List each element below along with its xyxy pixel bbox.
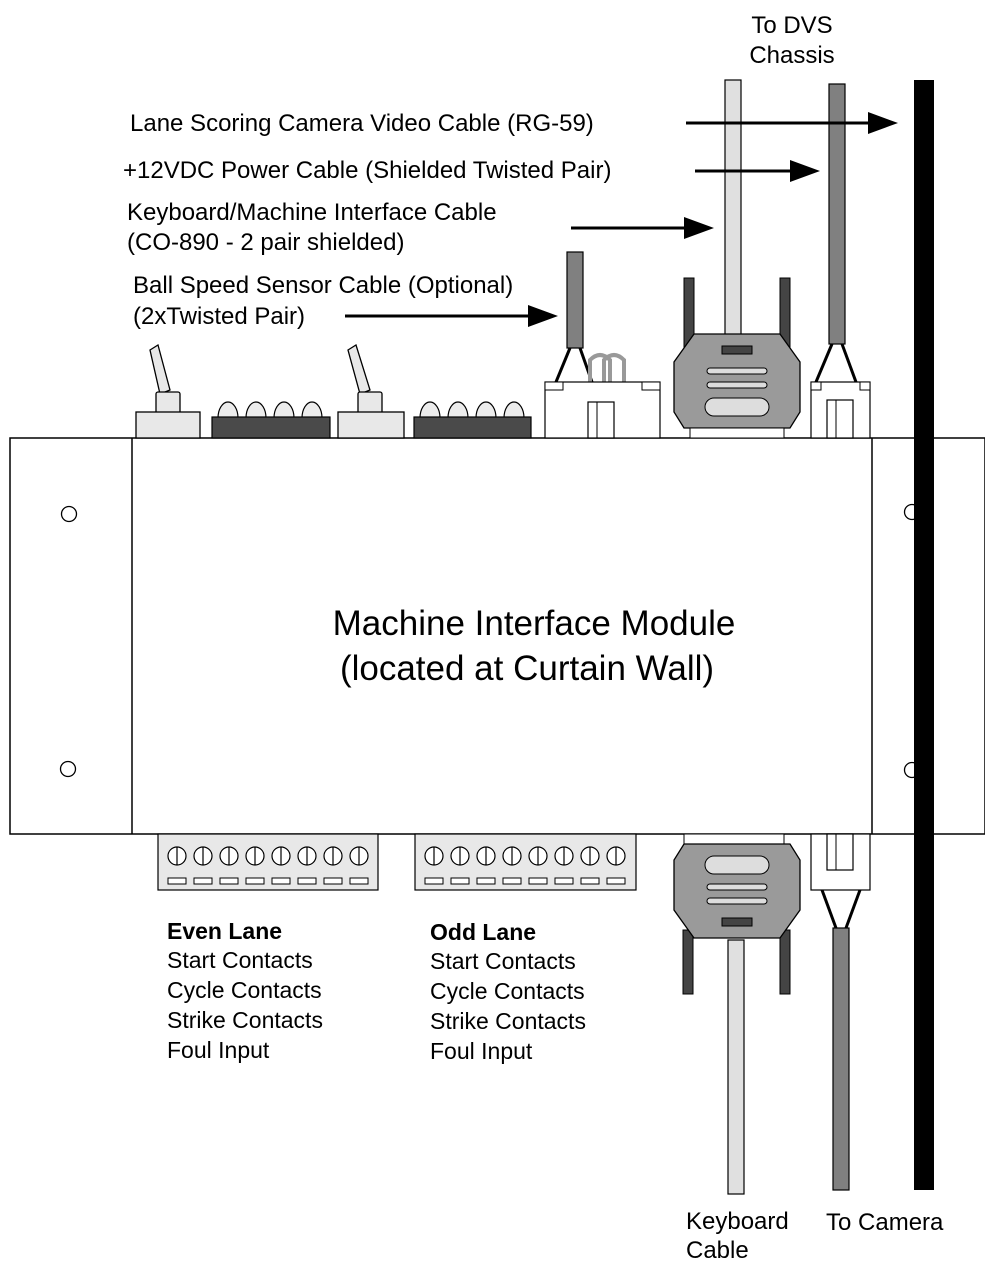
odd-lane-item-4: Foul Input [430,1038,533,1064]
odd-terminal-slot-2 [450,877,470,885]
curtain-wall [914,80,934,1190]
ball-speed-connector [544,251,661,439]
odd-terminal-slot-4 [502,877,522,885]
odd-lane-heading: Odd Lane [430,919,536,945]
even-lane-item-1: Start Contacts [167,947,313,973]
odd-terminal-slot-5 [528,877,548,885]
even-lane-heading: Even Lane [167,918,282,944]
mounting-hole-bottom-left [59,760,77,778]
led-bank-1 [211,401,331,439]
even-terminal-slot-5 [271,877,291,885]
odd-terminal-slot-7 [580,877,600,885]
power-cable-label: +12VDC Power Cable (Shielded Twisted Pai… [123,157,611,184]
camera-connector-top [810,83,871,439]
terminal-block-odd [414,833,637,891]
odd-terminal-slot-3 [476,877,496,885]
db-connector-bottom [673,833,801,1195]
mounting-hole-top-left [60,505,78,523]
toggle-switch-1 [135,343,201,439]
arrow-ball-speed [345,305,558,327]
even-terminal-slot-4 [245,877,265,885]
even-terminal-slot-7 [323,877,343,885]
keyboard-cable-label-2: Cable [686,1237,749,1261]
arrow-keyboard-cable [571,217,714,239]
dvs-chassis-label-2: Chassis [749,42,834,69]
db-connector-top [673,79,801,439]
odd-lane-item-2: Cycle Contacts [430,978,585,1004]
even-terminal-slot-1 [167,877,187,885]
odd-lane-item-3: Strike Contacts [430,1008,586,1034]
video-cable-label: Lane Scoring Camera Video Cable (RG-59) [130,110,594,137]
keyboard-interface-label-1: Keyboard/Machine Interface Cable [127,199,497,226]
module-title-1: Machine Interface Module [333,604,736,643]
even-terminal-slot-6 [297,877,317,885]
even-lane-item-2: Cycle Contacts [167,977,322,1003]
even-terminal-slot-2 [193,877,213,885]
even-terminal-slot-3 [219,877,239,885]
camera-connector-bottom [810,833,871,1191]
toggle-switch-2 [337,344,405,439]
to-camera-label: To Camera [826,1209,944,1236]
dvs-chassis-label-1: To DVS [751,12,832,39]
module-body [9,437,985,835]
keyboard-interface-label-2: (CO-890 - 2 pair shielded) [127,229,404,256]
keyboard-cable-label-1: Keyboard [686,1208,789,1235]
arrow-video-cable [686,112,898,134]
even-lane-item-4: Foul Input [167,1037,270,1063]
arrow-power-cable [695,160,820,182]
even-terminal-slot-8 [349,877,369,885]
odd-terminal-slot-8 [606,877,626,885]
module-title-2: (located at Curtain Wall) [340,649,714,688]
led-bank-2 [413,401,532,439]
odd-terminal-slot-6 [554,877,574,885]
ball-speed-label-1: Ball Speed Sensor Cable (Optional) [133,272,513,299]
ball-speed-label-2: (2xTwisted Pair) [133,303,305,330]
terminal-block-even [157,833,379,891]
even-lane-item-3: Strike Contacts [167,1007,323,1033]
odd-terminal-slot-1 [424,877,444,885]
odd-lane-item-1: Start Contacts [430,948,576,974]
